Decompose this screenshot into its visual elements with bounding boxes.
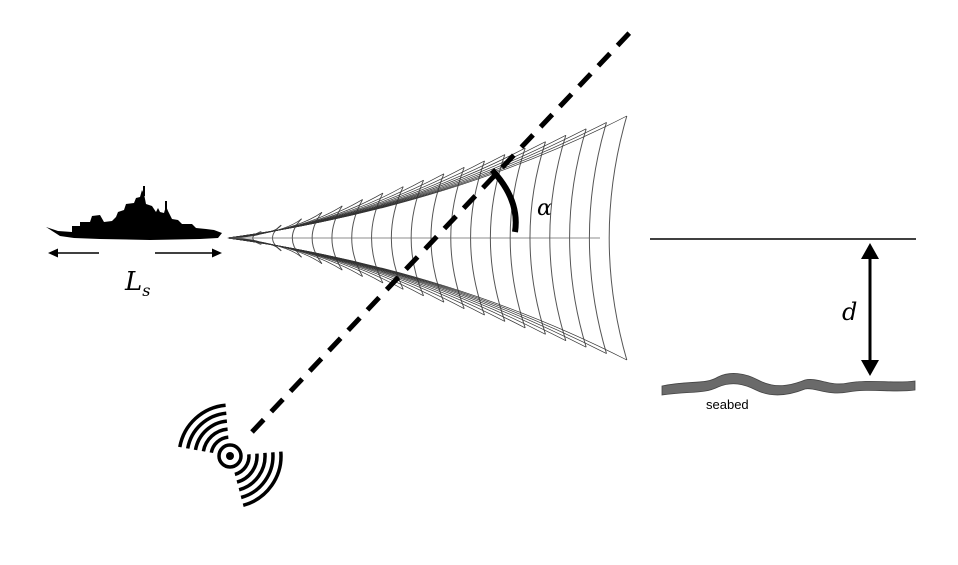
diverging-wave — [227, 237, 384, 284]
diverging-wave — [227, 199, 363, 239]
radio-wave-arc — [236, 453, 259, 484]
seabed-label: seabed — [706, 397, 749, 412]
radio-wave-arc — [178, 403, 226, 448]
diverging-wave — [227, 237, 607, 354]
depth-label: d — [842, 298, 857, 326]
diverging-wave — [227, 237, 323, 264]
diverging-wave — [227, 237, 526, 329]
diverging-wave — [227, 237, 627, 361]
diverging-wave — [227, 179, 424, 239]
diverging-wave — [227, 128, 587, 239]
diverging-wave — [227, 237, 424, 297]
depth-arrow — [861, 243, 879, 376]
diverging-wave — [227, 237, 302, 258]
diverging-wave — [227, 192, 384, 239]
diverging-wave — [227, 237, 404, 290]
radio-wave-source-icon — [178, 403, 283, 507]
diverging-wave — [227, 218, 302, 239]
diverging-wave — [227, 237, 343, 271]
warship-icon — [46, 186, 222, 240]
diverging-wave — [227, 237, 363, 277]
diverging-wave — [227, 147, 526, 239]
radio-wave-arc — [238, 452, 267, 492]
ship-length-arrow — [48, 248, 222, 258]
diverging-wave — [227, 115, 627, 239]
diverging-wave — [227, 205, 343, 239]
diverging-wave — [227, 141, 546, 239]
diverging-wave — [227, 167, 465, 239]
diverging-wave — [227, 154, 506, 239]
diverging-wave — [227, 237, 587, 348]
radio-wave-arc — [201, 427, 228, 452]
observation-line — [250, 24, 638, 434]
angle-arc — [489, 167, 519, 233]
radio-wave-arc — [234, 454, 251, 477]
radio-wave-arc — [185, 411, 227, 449]
diverging-wave — [227, 186, 404, 239]
radio-wave-arc — [242, 451, 283, 507]
ship-length-label: Ls — [124, 267, 150, 300]
radio-wave-arc — [240, 452, 275, 500]
radio-wave-arc — [193, 419, 228, 451]
angle-label: α — [537, 196, 552, 221]
seabed-surface — [661, 373, 916, 396]
transverse-wave — [608, 115, 628, 361]
diverging-wave — [227, 237, 485, 316]
diverging-wave — [227, 212, 323, 239]
radio-wave-arc — [209, 435, 229, 454]
